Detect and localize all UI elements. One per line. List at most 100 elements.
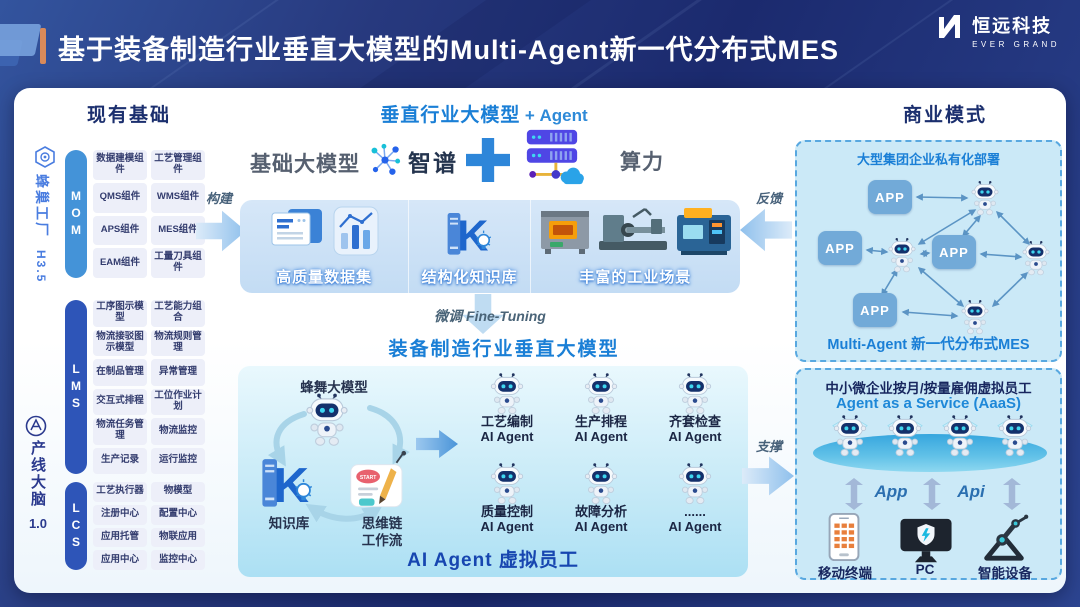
chip: 应用托管: [93, 527, 147, 548]
agent-robot-icon: [583, 372, 619, 415]
chip: 注册中心: [93, 504, 147, 525]
content-card: 现有基础 蜂巢工厂H3.5 MOM 数据建模组件 工艺管理组件 QMS组件 WM…: [14, 88, 1066, 593]
knowledge-k-icon: [444, 205, 496, 261]
production-line-brain-icon: [25, 415, 47, 437]
chip: 物模型: [151, 482, 205, 502]
api-channel-label: Api: [957, 482, 985, 501]
bee-model-label: 蜂舞大模型: [300, 380, 368, 395]
vertical-model-title: 垂直行业大模型: [380, 105, 521, 126]
agent-robot-icon: [677, 372, 713, 415]
dataset-label: 高质量数据集: [276, 269, 373, 286]
compute-label: 算力: [620, 151, 664, 174]
left-column-title: 现有基础: [86, 105, 171, 126]
private-deployment-box: 大型集团企业私有化部署 APP APP APP: [795, 140, 1062, 362]
feedback-arrow-label: 反馈: [756, 191, 783, 206]
chip: 运行监控: [151, 447, 205, 474]
title-accent-bar: [40, 28, 46, 64]
chip: 物流接驳图示模型: [93, 329, 147, 356]
winged-robot-icon: [832, 414, 868, 457]
chip: 物联应用: [151, 527, 205, 548]
winged-robot-icon: [887, 414, 923, 457]
pc-label: PC: [915, 562, 935, 577]
agent-robot-icon: [489, 462, 525, 505]
app-updown-arrow: [845, 478, 863, 510]
dataset-docs-icon: [271, 209, 323, 246]
vendor-name: 智谱: [408, 150, 458, 176]
aaas-title: 中小微企业按月/按量雇佣虚拟员工: [825, 381, 1032, 396]
app-node: APP: [853, 293, 897, 327]
pc-icon: [900, 518, 952, 563]
winged-robot-icon: [997, 414, 1033, 457]
network-robot-icon: [1021, 240, 1051, 276]
app-channel-label: App: [874, 482, 908, 501]
chip: QMS组件: [93, 182, 147, 213]
production-line-brain-version: 1.0: [28, 516, 48, 531]
app-node: APP: [868, 180, 912, 214]
knowledge-base-icon: [260, 450, 316, 514]
mom-chip-grid: 数据建模组件 工艺管理组件 QMS组件 WMS组件 APS组件 MES组件 EA…: [93, 150, 205, 278]
honeycomb-factory-label: 蜂巢工厂H3.5: [34, 174, 50, 284]
mobile-terminal-icon: [828, 512, 860, 562]
industry-scene-section: 丰富的工业场景: [529, 200, 740, 293]
network-robot-icon: [887, 237, 917, 273]
production-line-brain-label: 产线大脑: [29, 440, 46, 508]
industry-machines-icon: [541, 207, 732, 255]
mom-group-bar: MOM: [65, 150, 87, 278]
company-logo: 恒远科技 EVER GRAND: [936, 12, 1060, 49]
dataset-chart-icon: [333, 206, 379, 256]
compute-server-icon: [526, 129, 584, 185]
chip: APS组件: [93, 215, 147, 246]
app-node: APP: [818, 231, 862, 265]
api-updown-arrow: [1003, 478, 1021, 510]
chip: WMS组件: [151, 182, 205, 213]
mobile-terminal-label: 移动终端: [818, 566, 872, 581]
logo-n-icon: [939, 15, 961, 38]
robot-arm-icon: [984, 514, 1029, 561]
agent-suffix: + Agent: [524, 106, 588, 125]
plus-icon: [466, 138, 510, 182]
knowledge-section: 结构化知识库: [408, 200, 530, 293]
knowledge-label: 结构化知识库: [421, 269, 518, 286]
aaas-box: 中小微企业按月/按量雇佣虚拟员工 Agent as a Service (Aaa…: [795, 368, 1062, 581]
chip: 物流监控: [151, 418, 205, 445]
agents-grid: 工艺编制 AI Agent 生产排程 AI Agent 齐套检查 AI Agen…: [460, 372, 742, 548]
chip: 配置中心: [151, 504, 205, 525]
logo-name: 恒远科技: [972, 16, 1053, 36]
app-node: APP: [932, 235, 976, 269]
agent-cell: 工艺编制 AI Agent: [460, 372, 554, 458]
workflow-icon: START: [350, 450, 407, 508]
chip: 在制品管理: [93, 359, 147, 386]
agent-cell: ...... AI Agent: [648, 462, 742, 548]
chip: 物流规则管理: [151, 329, 205, 356]
logo-subtitle: EVER GRAND: [972, 40, 1060, 49]
agent-cell: 生产排程 AI Agent: [554, 372, 648, 458]
chip: 交互式排程: [93, 388, 147, 415]
agent-network-edges: [865, 193, 1031, 320]
network-robot-icon: [960, 299, 990, 335]
agent-cell: 故障分析 AI Agent: [554, 462, 648, 548]
private-deployment-footer: Multi-Agent 新一代分布式MES: [827, 337, 1030, 353]
agent-cell: 质量控制 AI Agent: [460, 462, 554, 548]
dataset-section: 高质量数据集: [240, 200, 408, 293]
support-arrow: [742, 456, 794, 496]
support-arrow-label: 支撑: [756, 439, 783, 454]
chip: 工艺执行器: [93, 482, 147, 502]
agent-robot-icon: [583, 462, 619, 505]
chip: 工艺管理组件: [151, 150, 205, 180]
page-title: 基于装备制造行业垂直大模型的Multi-Agent新一代分布式MES: [58, 35, 839, 65]
app-updown-arrow: [923, 478, 941, 510]
honeycomb-factory-icon: [35, 146, 55, 168]
smart-device-label: 智能设备: [978, 566, 1032, 581]
lms-chip-grid: 工序图示模型 工艺能力组合 物流接驳图示模型 物流规则管理 在制品管理 异常管理…: [93, 300, 205, 474]
chip: 工量刀具组件: [151, 248, 205, 278]
zhipu-logo-icon: [371, 143, 401, 175]
agent-robot-icon: [489, 372, 525, 415]
right-column-title: 商业模式: [902, 105, 987, 126]
knowledge-base-label: 知识库: [268, 516, 310, 531]
industry-scene-label: 丰富的工业场景: [579, 269, 692, 286]
virtual-employee-footer: AI Agent 虚拟员工: [407, 550, 579, 571]
cycle-arrows-icon: [267, 405, 410, 525]
agent-cell: 齐套检查 AI Agent: [648, 372, 742, 458]
agent-robot-icon: [677, 462, 713, 505]
